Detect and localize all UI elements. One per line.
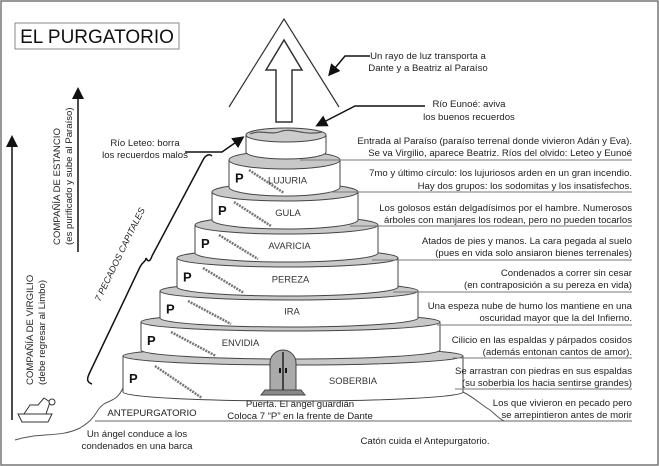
stairs-icon: [170, 330, 217, 358]
puerta-label-2: Coloca 7 “P” en la frente de Dante: [227, 411, 373, 422]
description-line: Los golosos están delgadísimos por el ha…: [379, 203, 632, 214]
eunoe-callout: Río Eunoé: aviva: [432, 99, 506, 110]
description-line: se arrepintieron antes de morir: [501, 410, 632, 421]
river-wave: [249, 129, 323, 135]
estancio-sublabel: (es purificado y sube al Paraíso): [64, 107, 75, 245]
description-item: Atados de pies y manos. La cara pegada a…: [372, 236, 632, 261]
leteo-callout-2: los recuerdos malos: [102, 150, 188, 161]
title-box: EL PURGATORIO: [14, 22, 180, 50]
stairs-icon: [233, 200, 272, 228]
tier-label: AVARICIA: [268, 240, 311, 251]
tier-label: GULA: [275, 207, 301, 218]
description-line: Atados de pies y manos. La cara pegada a…: [422, 236, 632, 247]
barca-label-2: condenados en una barca: [82, 441, 194, 452]
rayo-callout: Un rayo de luz transporta a: [370, 51, 486, 62]
description-line: (su soberbia los hacia sentirse grandes): [462, 378, 632, 389]
p-mark: P: [183, 270, 192, 285]
description-line: Se va Virgilio, aparece Beatriz. Ríos de…: [368, 148, 632, 159]
description-line: Los que vivieron en pecado pero: [493, 398, 632, 409]
tier-label: PEREZA: [272, 274, 310, 285]
gate-door: [259, 349, 307, 396]
description-item: Entrada al Paraíso (paraíso terrenal don…: [300, 136, 632, 161]
p-mark: P: [129, 371, 138, 386]
virgilio-label: COMPAÑÍA DE VIRGILIO: [25, 275, 36, 385]
description-item: Se arrastran con piedras en sus espaldas…: [455, 366, 632, 390]
description-item: Condenados a correr sin cesar(en contrap…: [393, 268, 633, 293]
p-mark: P: [235, 171, 244, 186]
light-beam: [228, 17, 340, 123]
leteo-pointer: [185, 136, 245, 153]
p-mark: P: [147, 333, 156, 348]
description-line: árboles con manjares los rodean, pero no…: [384, 215, 632, 226]
tier-label: SOBERBIA: [329, 375, 378, 386]
description-line: (además entonan cantos de amor).: [483, 347, 632, 358]
boat-icon: [17, 397, 56, 423]
earthly-paradise: [245, 127, 327, 160]
rayo-callout-2: Dante y a Beatriz al Paraíso: [368, 63, 487, 74]
description-line: Una espeza nube de humo los mantiene en …: [428, 301, 633, 312]
pecados-brace: [86, 154, 213, 385]
stairs-icon: [248, 168, 285, 195]
description-line: 7mo y último círculo: los lujuriosos ard…: [369, 168, 632, 179]
tier-label: LUJURIA: [268, 175, 308, 186]
eunoe-callout-2: los buenos recuerdos: [423, 112, 515, 123]
description-line: Condenados a correr sin cesar: [501, 268, 633, 279]
description-item: Los golosos están delgadísimos por el ha…: [350, 203, 632, 227]
description-item: Una espeza nube de humo los mantiene en …: [428, 301, 633, 326]
barca-label: Un ángel conduce a los: [87, 429, 187, 440]
antepurgatorio-label: ANTEPURGATORIO: [107, 408, 196, 419]
p-mark: P: [218, 203, 227, 218]
puerta-label: Puerta. El ángel guardián: [246, 399, 354, 410]
up-arrow-icon: [264, 38, 304, 123]
tier-label: IRA: [284, 306, 300, 317]
p-mark: P: [166, 302, 175, 317]
shore: [14, 387, 124, 441]
estancio-label: COMPAÑÍA DE ESTANCIO: [52, 128, 63, 245]
description-line: (en contraposición a su pereza en vida): [464, 280, 632, 291]
tier-label: ENVIDIA: [222, 337, 260, 348]
eunoe-pointer: [315, 105, 425, 127]
description-line: Cilicio en las espaldas y párpados cosid…: [452, 335, 632, 346]
page-title: EL PURGATORIO: [20, 27, 174, 48]
p-mark: P: [201, 236, 210, 251]
virgilio-sublabel: (debe regresar al Limbo): [37, 280, 48, 385]
description-line: Se arrastran con piedras en sus espaldas: [455, 366, 632, 377]
stairs-icon: [187, 299, 232, 326]
description-line: Hay dos grupos: los sodomitas y los insa…: [418, 181, 632, 192]
description-line: oscuridad mayor que la del Infierno.: [479, 313, 632, 324]
description-list: Entrada al Paraíso (paraíso terrenal don…: [300, 136, 633, 421]
description-item: 7mo y último círculo: los lujuriosos ard…: [330, 168, 632, 193]
description-item: Cilicio en las espaldas y párpados cosid…: [452, 335, 632, 359]
stairs-icon: [218, 233, 259, 261]
stairs-icon: [202, 266, 245, 295]
rayo-pointer: [328, 55, 370, 77]
stairs-icon: [154, 364, 203, 400]
description-line: (pues en vida solo ansiaron bienes terre…: [435, 248, 632, 259]
caton-label: Catón cuida el Antepurgatorio.: [360, 436, 489, 447]
description-line: Entrada al Paraíso (paraíso terrenal don…: [357, 136, 632, 147]
leteo-callout: Río Leteo: borra: [110, 138, 180, 149]
